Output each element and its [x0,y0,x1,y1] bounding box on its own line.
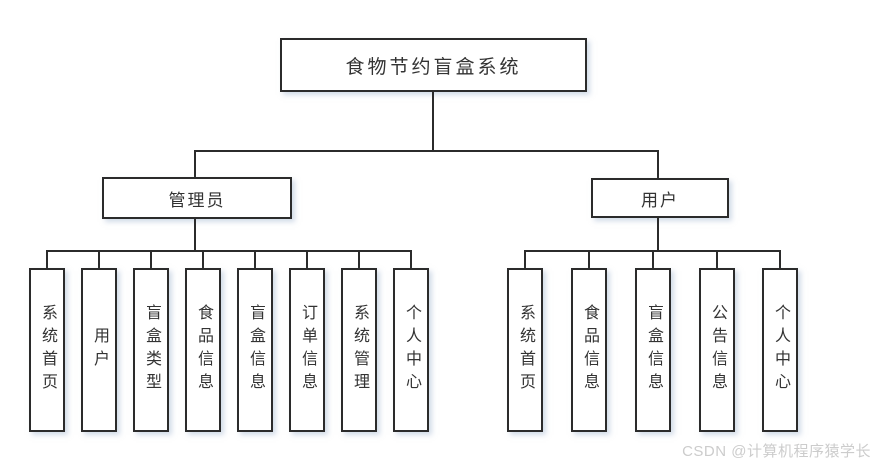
leaf-node: 盲盒类型 [133,268,169,432]
connector-admin-stem [194,150,196,178]
leaf-node-label: 食品信息 [195,304,212,396]
leaf-node-label: 食品信息 [581,304,598,396]
leaf-node-label: 系统首页 [517,304,534,396]
branch-node-user: 用户 [591,178,729,218]
leaf-node-label: 盲盒信息 [645,304,662,396]
root-node-label: 食物节约盲盒系统 [345,56,522,78]
leaf-node-label: 订单信息 [299,304,316,396]
leaf-node-label: 用户 [91,327,108,373]
leaf-node: 订单信息 [289,268,325,432]
connector-leaf-stub [306,250,308,270]
connector-leaf-stub [779,250,781,270]
leaf-node-label: 盲盒类型 [143,304,160,396]
leaf-node-label: 个人中心 [772,304,789,396]
connector-branch-stem [194,219,196,252]
connector-leaf-stub [358,250,360,270]
connector-leaf-stub [716,250,718,270]
leaf-node: 盲盒信息 [237,268,273,432]
branch-node-admin-label: 管理员 [168,190,226,210]
connector-branch-hline [46,250,412,252]
leaf-node: 系统首页 [507,268,543,432]
leaf-node: 个人中心 [762,268,798,432]
leaf-node: 食品信息 [185,268,221,432]
connector-level1-hline [194,150,659,152]
connector-user-stem [657,150,659,179]
connector-leaf-stub [98,250,100,270]
connector-leaf-stub [410,250,412,270]
leaf-node: 系统管理 [341,268,377,432]
connector-leaf-stub [46,250,48,270]
connector-leaf-stub [652,250,654,270]
leaf-node-label: 公告信息 [709,304,726,396]
connector-leaf-stub [254,250,256,270]
branch-node-admin: 管理员 [102,177,292,219]
leaf-node: 系统首页 [29,268,65,432]
leaf-node-label: 盲盒信息 [247,304,264,396]
connector-leaf-stub [588,250,590,270]
leaf-node-label: 个人中心 [403,304,420,396]
leaf-node-label: 系统管理 [351,304,368,396]
leaf-node: 公告信息 [699,268,735,432]
branch-node-user-label: 用户 [641,190,679,210]
connector-leaf-stub [524,250,526,270]
leaf-node: 个人中心 [393,268,429,432]
connector-root-stem [432,92,434,152]
connector-leaf-stub [202,250,204,270]
leaf-node: 用户 [81,268,117,432]
root-node: 食物节约盲盒系统 [280,38,587,92]
leaf-node-label: 系统首页 [39,304,56,396]
connector-leaf-stub [150,250,152,270]
leaf-node: 盲盒信息 [635,268,671,432]
watermark: CSDN @计算机程序猿学长 [682,443,871,460]
leaf-node: 食品信息 [571,268,607,432]
connector-branch-stem [657,218,659,252]
